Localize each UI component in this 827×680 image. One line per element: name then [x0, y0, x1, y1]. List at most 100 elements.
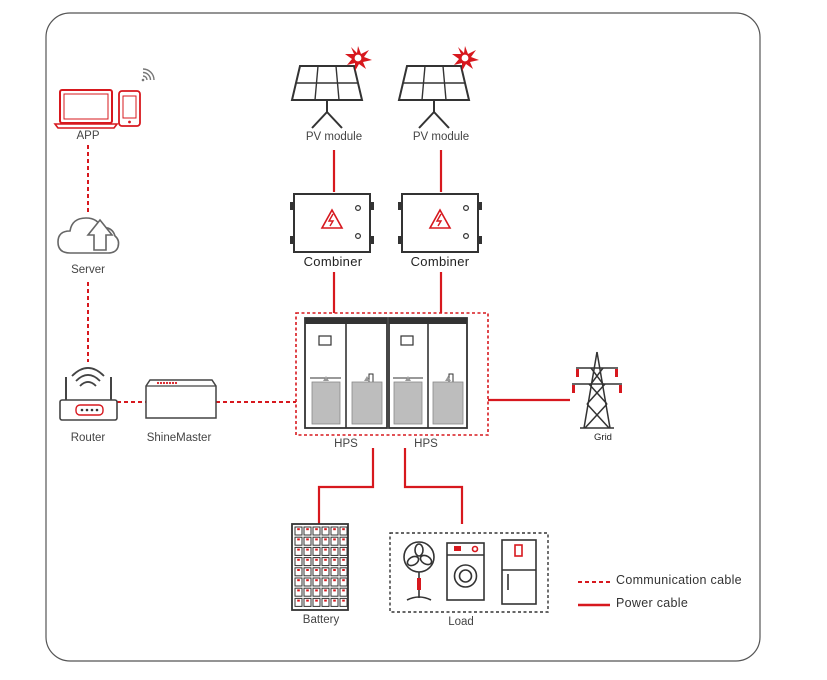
battery-cell	[303, 546, 312, 556]
insulator-icons	[572, 369, 622, 393]
battery-cell	[321, 567, 330, 577]
battery-cell	[312, 567, 321, 577]
fan-icon	[403, 541, 435, 601]
cloud-server-icon	[57, 217, 120, 254]
battery-cell-terminal	[324, 579, 327, 582]
battery-cell-terminal	[324, 528, 327, 531]
battery-cell	[321, 557, 330, 567]
battery-cell	[312, 526, 321, 536]
battery-cell-terminal	[306, 569, 309, 571]
pv-module-icon	[397, 46, 479, 129]
router-icon	[59, 367, 118, 421]
grid-label: Grid	[594, 432, 612, 443]
load-group-boundary	[389, 532, 549, 613]
washer-button-accent	[454, 546, 461, 551]
combiner-box-icon	[290, 193, 374, 253]
combiner-label: Combiner	[410, 254, 470, 269]
diagram-frame	[45, 12, 761, 662]
battery-cell	[303, 557, 312, 567]
battery-cell-terminal	[342, 569, 345, 571]
pv-module-label: PV module	[412, 131, 470, 143]
battery-cell	[339, 567, 348, 577]
shinemaster-label: ShineMaster	[146, 432, 212, 444]
battery-cell-terminal	[297, 579, 300, 582]
battery-cell-terminal	[342, 579, 345, 582]
hps-label: HPS	[414, 438, 438, 450]
battery-cell	[321, 587, 330, 597]
grid-tower-icon	[572, 351, 622, 429]
washing-machine-icon	[446, 542, 485, 601]
battery-cell	[330, 557, 339, 567]
battery-cell-terminal	[324, 548, 327, 551]
hps-cabinet-icon	[304, 317, 388, 429]
battery-cell	[339, 557, 348, 567]
battery-cell-terminal	[315, 569, 318, 571]
battery-cell-terminal	[315, 579, 318, 582]
battery-cell-terminal	[297, 538, 300, 541]
battery-cell-terminal	[342, 548, 345, 551]
battery-cell	[303, 577, 312, 587]
battery-cell-terminal	[333, 569, 336, 571]
battery-cell-terminal	[333, 599, 336, 602]
battery-cell	[339, 536, 348, 546]
battery-cell	[312, 546, 321, 556]
battery-cell-terminal	[315, 599, 318, 602]
battery-cell-terminal	[342, 599, 345, 602]
load-label: Load	[448, 616, 474, 628]
battery-cell	[330, 587, 339, 597]
battery-cell-terminal	[315, 538, 318, 541]
battery-cell-terminal	[315, 548, 318, 551]
battery-cell	[303, 567, 312, 577]
legend-communication-label: Communication cable	[616, 573, 742, 587]
fridge-display-accent	[514, 544, 523, 557]
battery-cell-terminal	[306, 558, 309, 561]
pv-module-icon	[290, 46, 372, 129]
battery-cell	[339, 577, 348, 587]
battery-cell-terminal	[324, 558, 327, 561]
battery-cell	[294, 597, 303, 607]
battery-cell-terminal	[342, 589, 345, 592]
battery-cell	[339, 597, 348, 607]
battery-cell	[330, 577, 339, 587]
battery-cell-terminal	[306, 548, 309, 551]
battery-cell-terminal	[306, 599, 309, 602]
battery-cell	[330, 597, 339, 607]
hps-label: HPS	[334, 438, 358, 450]
refrigerator-icon	[501, 539, 537, 605]
battery-cell-terminal	[333, 589, 336, 592]
battery-cell-terminal	[342, 558, 345, 561]
battery-cell-terminal	[333, 558, 336, 561]
power-cables	[317, 150, 570, 524]
battery-cell	[294, 567, 303, 577]
combiner-box-icon	[398, 193, 482, 253]
battery-cell	[330, 546, 339, 556]
battery-cell-terminal	[342, 528, 345, 531]
battery-cell-terminal	[324, 599, 327, 602]
battery-cell	[321, 526, 330, 536]
battery-cell	[294, 546, 303, 556]
wifi-signal-icon	[141, 68, 155, 82]
battery-cell	[312, 536, 321, 546]
battery-cell-terminal	[297, 589, 300, 592]
battery-cell	[312, 557, 321, 567]
battery-cell	[294, 536, 303, 546]
pv-module-label: PV module	[305, 131, 363, 143]
hps-group-boundary	[295, 312, 489, 436]
laptop-icon	[53, 89, 119, 129]
battery-cell-terminal	[297, 569, 300, 571]
battery-cell-terminal	[342, 538, 345, 541]
battery-cell-terminal	[333, 528, 336, 531]
battery-cell-terminal	[315, 558, 318, 561]
battery-cell-terminal	[333, 579, 336, 582]
phone-icon	[118, 90, 141, 127]
battery-cell	[303, 536, 312, 546]
battery-cell	[312, 587, 321, 597]
battery-cell-terminal	[297, 548, 300, 551]
server-label: Server	[71, 264, 105, 276]
battery-cell	[294, 526, 303, 536]
legend-power-label: Power cable	[616, 596, 689, 610]
battery-cell	[339, 587, 348, 597]
battery-cell	[330, 567, 339, 577]
communication-cables	[87, 145, 296, 403]
